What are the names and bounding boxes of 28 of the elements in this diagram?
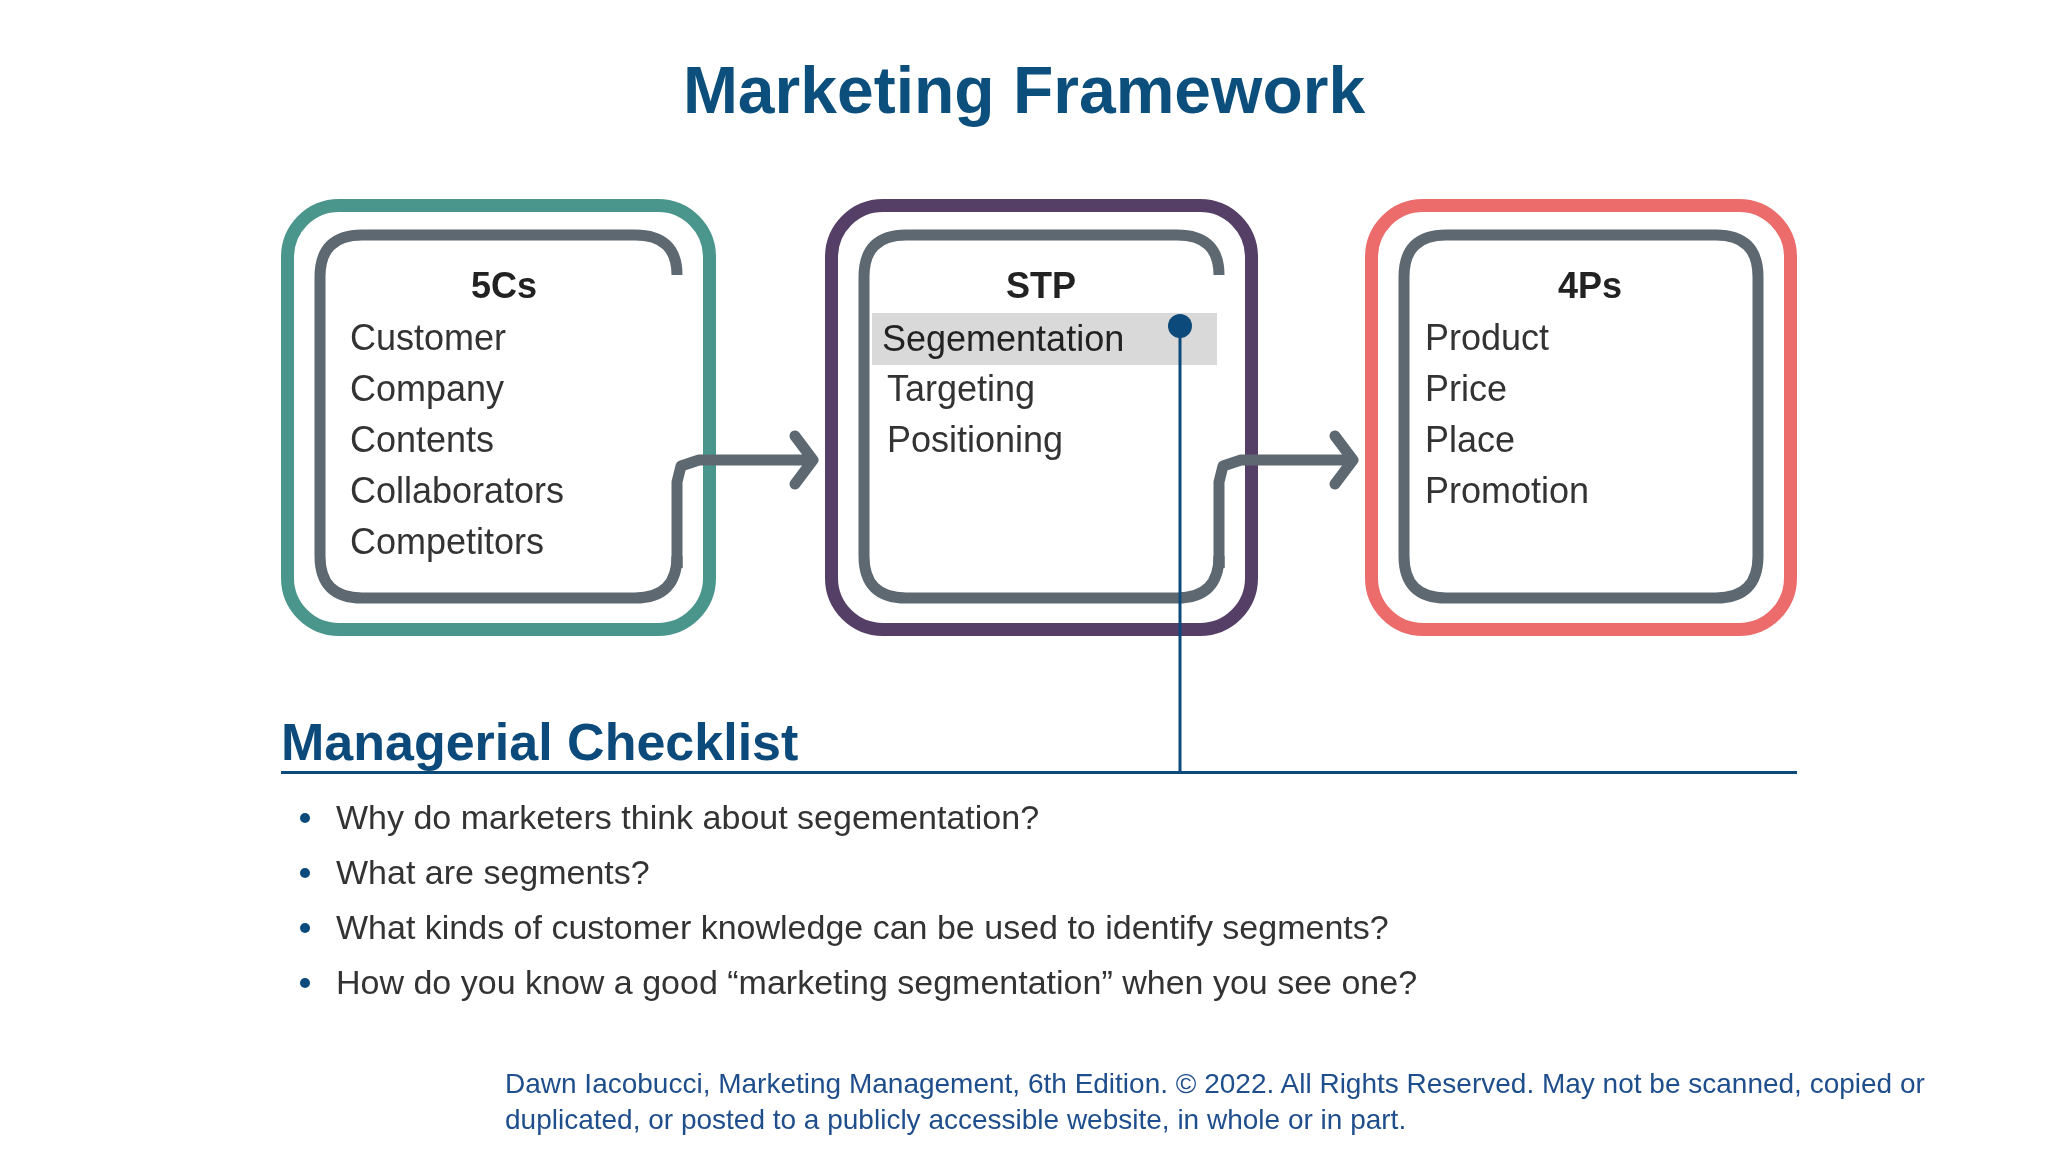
checklist-item: What kinds of customer knowledge can be used to identify segments? (336, 908, 1389, 946)
list-item: Place (1425, 419, 1516, 461)
list-item: Product (1425, 317, 1550, 359)
checklist-item: What are segments? (336, 853, 650, 891)
list-item: Collaborators (350, 470, 565, 512)
box-heading: 4Ps (1557, 265, 1623, 307)
list-item: Promotion (1425, 470, 1590, 512)
rounded-frame-box (1365, 199, 1797, 636)
checklist-item: How do you know a good “marketing segmentation” when you see one? (336, 963, 1418, 1001)
checklist-item: Why do marketers think about segementation? (336, 798, 1040, 836)
box-heading: 5Cs (471, 265, 537, 307)
list-item: Targeting (887, 368, 1036, 410)
section-heading: Managerial Checklist (281, 712, 799, 772)
copyright-note: Dawn Iacobucci, Marketing Management, 6th Edition. © 2022. All Rights Reserved. May not be scanned, copied or duplicated, or posted to a publicly accessible website, in whole or in part. (505, 1067, 1925, 1137)
arrow (1213, 430, 1359, 568)
list-item: Competitors (350, 521, 545, 563)
list-item: Customer (350, 317, 507, 359)
rounded-frame-box (825, 199, 1258, 636)
box-heading: STP (1006, 265, 1076, 307)
list-item: Price (1425, 368, 1508, 410)
arrow (671, 430, 819, 568)
list-item: Contents (350, 419, 495, 461)
list-item: Positioning (887, 419, 1064, 461)
rounded-frame-box (281, 199, 716, 636)
highlighted-item: Segementation (882, 318, 1125, 360)
leader-line (1168, 314, 1192, 774)
list-item: Company (350, 368, 505, 410)
title: Marketing Framework (681, 52, 1367, 128)
